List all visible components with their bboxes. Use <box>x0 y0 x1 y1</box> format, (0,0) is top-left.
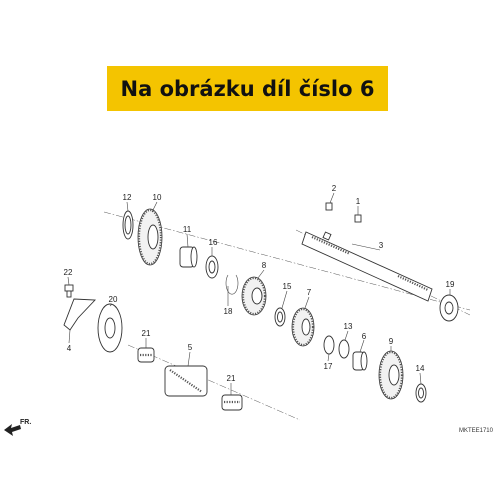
part-12-washer <box>122 210 134 240</box>
callout-20: 20 <box>109 295 118 304</box>
part-6-bushing <box>352 351 368 371</box>
direction-label: FR. <box>20 419 31 426</box>
part-22-bolt <box>64 284 74 298</box>
callout-14: 14 <box>416 364 425 373</box>
callout-8: 8 <box>262 261 267 270</box>
callout-12: 12 <box>123 193 132 202</box>
diagram-code: MKTEE1710 <box>459 428 494 434</box>
part-15-washer <box>274 307 286 327</box>
banner-title: Na obrázku díl číslo 6 <box>120 76 375 101</box>
part-7-gear <box>291 307 315 347</box>
callout-21: 21 <box>142 329 151 338</box>
callout-18: 18 <box>224 307 233 316</box>
callout-3: 3 <box>379 241 384 250</box>
part-16-washer <box>205 255 219 279</box>
part-8-gear <box>241 276 267 316</box>
part-20-bearing <box>97 303 123 353</box>
callout-1: 1 <box>356 197 361 206</box>
callout-4: 4 <box>67 344 72 353</box>
callout-17: 17 <box>324 362 333 371</box>
part-18-circlip <box>225 274 239 295</box>
callout-7: 7 <box>307 288 312 297</box>
callout-21-lower: 21 <box>227 374 236 383</box>
part-3-shaft <box>301 231 433 302</box>
callout-11: 11 <box>183 225 192 234</box>
callout-13: 13 <box>344 322 353 331</box>
part-9-gear <box>378 350 404 400</box>
part-17-bushing <box>323 335 335 355</box>
part-19-bearing <box>439 294 459 322</box>
callout-5: 5 <box>188 343 193 352</box>
part-10-gear <box>137 208 163 266</box>
part-21-needle-bearing <box>137 347 155 363</box>
callout-10: 10 <box>153 193 162 202</box>
part-11-bushing <box>179 246 198 268</box>
callout-2: 2 <box>332 184 337 193</box>
callout-9: 9 <box>389 337 394 346</box>
part-14-washer <box>415 383 427 403</box>
part-4-plate <box>63 298 96 331</box>
title-banner: Na obrázku díl číslo 6 <box>107 66 388 111</box>
part-13-washer <box>338 339 350 359</box>
part-2-pin <box>325 202 333 211</box>
callout-6: 6 <box>362 332 367 341</box>
part-5-spline-collar <box>164 365 208 397</box>
callout-22: 22 <box>64 268 73 277</box>
callout-15: 15 <box>283 282 292 291</box>
callout-16: 16 <box>209 238 218 247</box>
part-1-pin <box>354 214 362 223</box>
part-21-needle-bearing-lower <box>221 394 243 411</box>
callout-19: 19 <box>446 280 455 289</box>
front-arrow-icon <box>4 424 21 436</box>
